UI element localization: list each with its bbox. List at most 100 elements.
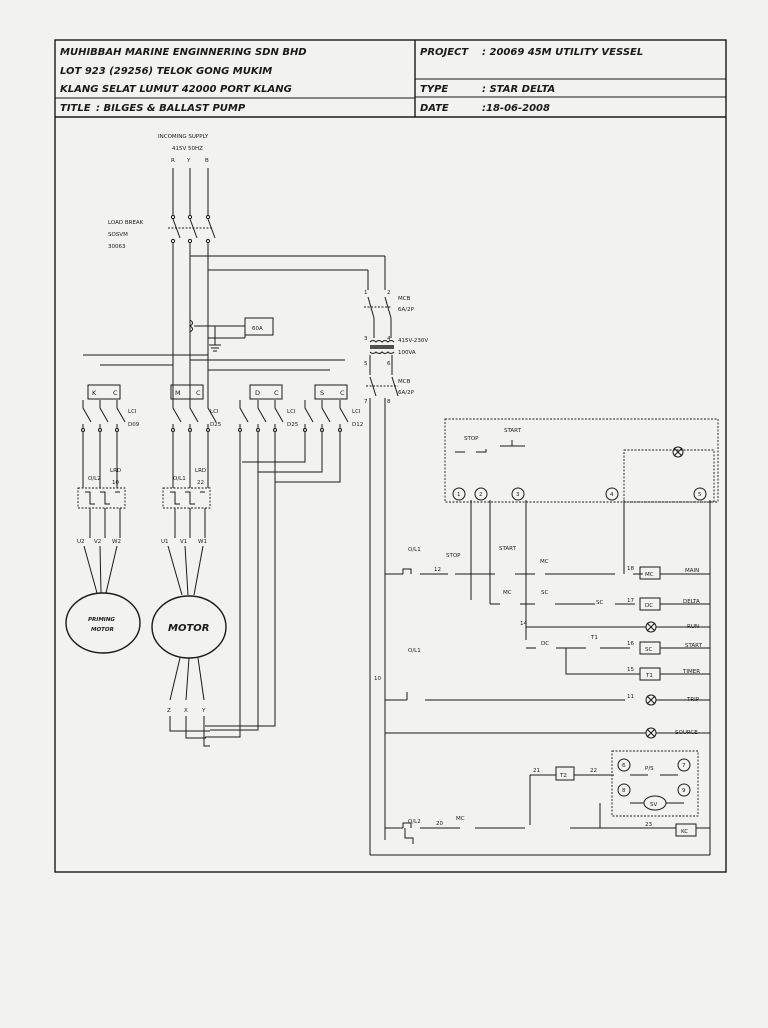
incoming-supply-label: INCOMING SUPPLY (158, 134, 209, 140)
wire-21: 21 (533, 768, 540, 774)
lci-3-id: D25 (287, 422, 299, 428)
coil-kc (675, 823, 697, 837)
incoming-supply: INCOMING SUPPLY 415V 50HZ R Y B LOAD BRE… (108, 134, 386, 400)
load-break-switch (168, 214, 216, 244)
address-line-1: LOT 923 (29256) TELOK GONG MUKIM (60, 66, 272, 77)
terminal-5: 5 (364, 361, 368, 367)
wire-23: 23 (645, 822, 652, 828)
coil-mc-label: MC (645, 572, 654, 578)
ctrl-terminal-3: 3 (516, 492, 520, 498)
date-label: DATE (420, 103, 449, 114)
wire-20: 20 (436, 821, 443, 827)
control-circuit: STOP START 1 2 3 4 5 O/L1 12 STOP START … (370, 418, 719, 856)
rung-start-t1: T1 (590, 635, 598, 641)
date-value: :18-06-2008 (482, 103, 550, 114)
wire-12: 12 (434, 567, 441, 573)
wire-22: 22 (590, 768, 597, 774)
title-label: TITLE (60, 103, 91, 114)
ammeter-box (244, 317, 274, 336)
coil-kc-label: KC (681, 829, 688, 835)
priming-term-w2: W2 (112, 539, 121, 545)
ctrl-terminal-4: 4 (610, 492, 614, 498)
address-line-2: KLANG SELAT LUMUT 42000 PORT KLANG (60, 84, 292, 95)
ps-terminal-6: 6 (622, 763, 626, 769)
company-name: MUHIBBAH MARINE ENGINNERING SDN BHD (60, 47, 307, 58)
contactor-pole (257, 400, 267, 428)
lrd-1-value: 10 (112, 480, 119, 486)
coil-mc (639, 566, 661, 580)
contactor-d-label: D (255, 389, 260, 397)
ctrl-terminal-2: 2 (479, 492, 483, 498)
priming-term-u2: U2 (77, 539, 85, 545)
mcb-2-rating: 6A/2P (398, 390, 415, 396)
pressure-switch-box (611, 750, 699, 817)
wire-15: 15 (627, 667, 634, 673)
rung-main-ol1: O/L1 (408, 547, 421, 553)
lci-3-label: LCI (287, 409, 296, 415)
ps-label: P/S (645, 766, 654, 772)
pole-terminal (320, 428, 324, 432)
coil-t2 (555, 766, 575, 781)
contactor-pole (116, 400, 126, 428)
contactor-c3-label: C (274, 389, 279, 397)
rung-delta-label: DELTA (683, 599, 700, 605)
phase-r-label: R (171, 158, 175, 164)
rung-start-label: START (685, 643, 703, 649)
contactor-c1-label: C (113, 389, 118, 397)
contactor-pole (239, 400, 249, 428)
contactor-c4-label: C (340, 389, 345, 397)
contactor-pole (172, 400, 182, 428)
rung-main-stop: STOP (446, 553, 461, 559)
drawing-border (54, 39, 727, 873)
rung-timer-label: TIMER (682, 669, 700, 675)
contactor-m-label: M (175, 389, 181, 397)
source-lamp (645, 727, 657, 739)
star-term-x: X (184, 708, 188, 714)
power-conductor (205, 432, 241, 738)
coil-sc-label: SC (645, 647, 652, 653)
top-start-label: START (504, 428, 522, 434)
wire-11: 11 (627, 694, 634, 700)
pole-terminal (303, 428, 307, 432)
load-break-label-3: 30063 (108, 244, 126, 250)
rung-main-mc: MC (540, 559, 549, 565)
control-transformer (369, 340, 395, 354)
rung-timer-ol1: O/L1 (408, 648, 421, 654)
ammeter-label: 60A (252, 326, 263, 332)
contactor-pole (189, 400, 199, 428)
pole-terminal (81, 428, 85, 432)
lci-2-id: D25 (210, 422, 222, 428)
power-conductor (258, 432, 323, 473)
pole-terminal (206, 428, 210, 432)
rung-delta-sc2: SC (596, 600, 603, 606)
contactor-pole (207, 400, 217, 428)
pole-terminal (273, 428, 277, 432)
local-control-station (444, 418, 719, 503)
star-term-z: Z (167, 708, 171, 714)
power-conductor (205, 432, 276, 727)
contactor-pole (99, 400, 109, 428)
mcb-2-label: MCB (398, 379, 411, 385)
terminal-8: 8 (387, 399, 391, 405)
project-label: PROJECT (420, 47, 469, 58)
rung-main-label: MAIN (685, 568, 699, 574)
overload-relays: O/L2 LRD 10 O/L1 LRD 22 (77, 468, 211, 509)
title-block: MUHIBBAH MARINE ENGINNERING SDN BHD LOT … (54, 39, 727, 873)
contactor-pole (274, 400, 284, 428)
rung-delta-sc: SC (541, 590, 548, 596)
priming-term-v2: V2 (94, 539, 101, 545)
priming-motor-label-2: MOTOR (91, 627, 114, 633)
load-break-label-2: SOSVM (108, 232, 128, 238)
ctrl-terminal-5: 5 (698, 492, 702, 498)
wire-10: 10 (374, 676, 381, 682)
top-stop-label: STOP (464, 436, 479, 442)
mcb-1-label: MCB (398, 296, 411, 302)
terminal-3: 3 (364, 336, 368, 342)
contactor-pole (339, 400, 349, 428)
contactor-pole (304, 400, 314, 428)
ps-terminal-9: 9 (682, 788, 686, 794)
power-conductor (242, 432, 306, 463)
transformer-rating-1: 415V-230V (398, 338, 428, 344)
